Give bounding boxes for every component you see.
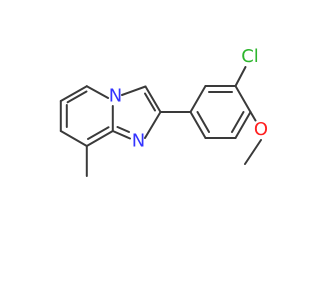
bond-ph-6-1 [189,111,207,139]
bond-n1-c8a [111,130,131,140]
bond-ph-o [249,111,257,122]
bond-ph-4-5 [234,111,252,139]
bond-ph-4-5-inner [231,111,245,133]
atom-label-n-imine: N [132,131,145,152]
bond-c2-n1 [144,111,162,139]
bond-c5-c6-inner [66,90,88,104]
bond-ph-3-4 [234,85,252,113]
atom-label-n-bridge: N [109,86,122,107]
bond-n-c5 [85,85,110,99]
bond-ph-6-1-inner [196,111,210,133]
atom-label-cl: Cl [241,46,259,67]
atom-label-o: O [254,119,268,140]
bond-ph-cl [234,66,247,87]
structure-canvas: N N Cl O [59,46,269,177]
bond-c5-c6 [59,85,88,102]
bond-c3-c2 [144,85,162,113]
bond-ph-1-2 [189,85,207,113]
bond-o-methyl [244,139,262,165]
bond-c3-c2-inner [144,92,156,112]
bond-c8-c8a-inner [87,126,110,140]
bond-c7-c8 [59,130,88,147]
molecule-structure: N N Cl O [59,46,268,177]
bond-n1-c8a-inner [116,126,130,133]
bond-n-c3 [121,85,147,96]
bond-c8-c8a [85,130,114,147]
